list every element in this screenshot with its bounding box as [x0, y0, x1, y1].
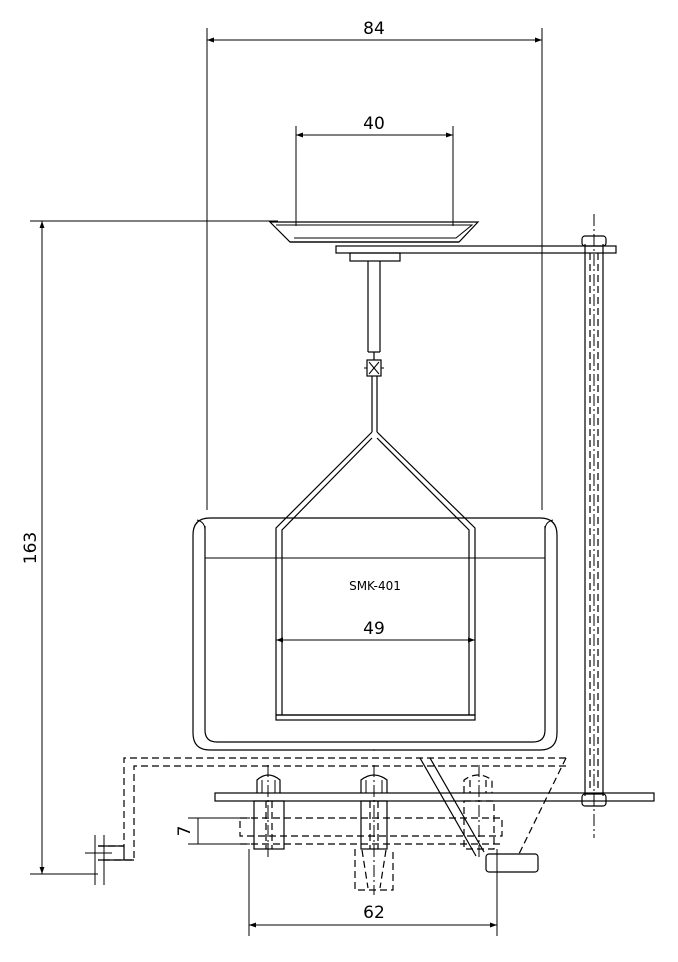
- dimension-overall-width: 84: [206, 19, 543, 510]
- model-label: SMK-401: [349, 579, 401, 593]
- foot-screw-right: [463, 765, 495, 860]
- draft-shield-funnel: [419, 757, 567, 873]
- dimension-label-overall-width: 84: [363, 19, 385, 39]
- dimension-overall-height: 163: [21, 220, 278, 875]
- dimension-label-base-width: 62: [363, 903, 385, 923]
- support-rod: [581, 214, 607, 838]
- dimension-base-width: 62: [248, 849, 498, 936]
- beaker: [192, 517, 558, 751]
- dimension-label-foot-height: 7: [175, 826, 195, 837]
- dimension-pan-width: 40: [295, 114, 454, 226]
- weighing-pan: [268, 221, 480, 243]
- hanger-hook: [364, 352, 384, 432]
- leveling-feet: [239, 765, 503, 895]
- dimension-label-pan-width: 40: [363, 114, 385, 134]
- dimension-foot-height: 7: [175, 817, 250, 845]
- base-plate: [214, 792, 655, 802]
- pan-support-arm: [335, 245, 617, 353]
- foot-screw-left: [253, 765, 285, 860]
- dimension-label-overall-height: 163: [21, 532, 41, 564]
- mounting-bracket: [85, 757, 566, 885]
- dimension-label-basket-width: 49: [363, 619, 385, 639]
- basket-hanger-wires: [275, 431, 476, 721]
- dimension-basket-width: 49: [276, 619, 475, 643]
- foot-screw-center: [354, 765, 394, 895]
